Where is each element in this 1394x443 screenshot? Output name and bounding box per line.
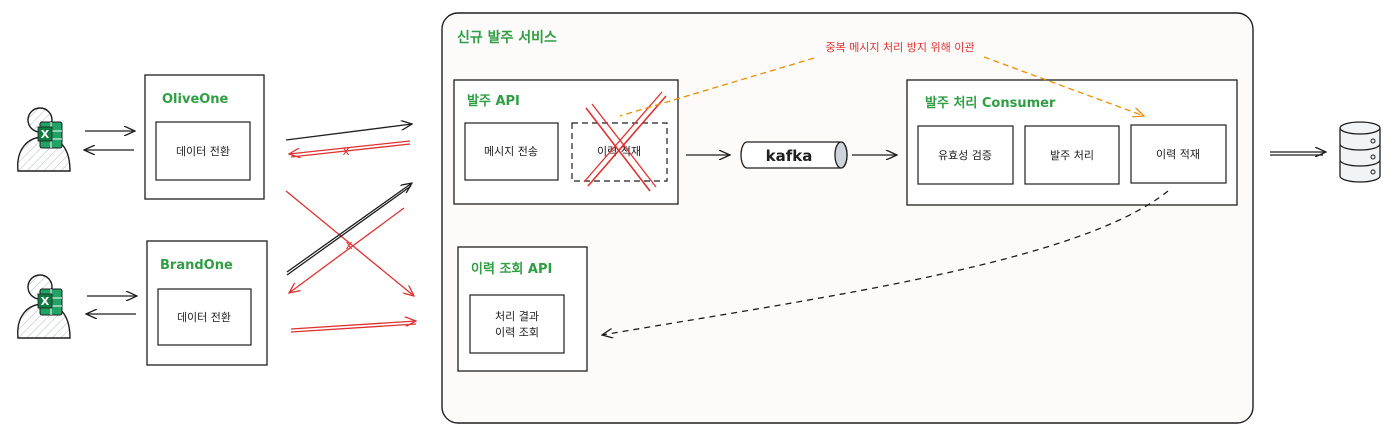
svg-text:X: X [41, 295, 50, 308]
source-brandone: BrandOne 데이터 전환 [146, 240, 268, 366]
service-title: 신규 발주 서비스 [457, 29, 557, 46]
migration-note: 중복 메시지 처리 방지 위해 이관 [825, 40, 974, 54]
conversion-step: 데이터 전환 [176, 145, 230, 158]
source-service-arrows [285, 124, 416, 333]
svg-text:X: X [41, 128, 50, 141]
removed-history-step: 이력 적재 [571, 91, 668, 192]
history-api-box: 이력 조회 API 처리 결과 이력 조회 [457, 246, 588, 372]
user-excel-icon: X [17, 107, 71, 172]
consumer-title: 발주 처리 Consumer [925, 95, 1056, 111]
order-api-box: 발주 API 메시지 전송 이력 적재 [453, 79, 679, 205]
user-excel-icon: X [17, 274, 71, 339]
kafka-topic: kafka [740, 141, 848, 169]
cross-mark: x [342, 144, 349, 158]
history-step-line2: 이력 조회 [495, 326, 539, 339]
order-process-step: 발주 처리 [1050, 149, 1094, 162]
database-icon [1339, 121, 1381, 183]
note-line-left [619, 57, 815, 117]
history-step-line1: 처리 결과 [495, 310, 539, 323]
note-arrow-right [983, 56, 1144, 116]
source-name: BrandOne [160, 258, 233, 273]
validation-step: 유효성 검증 [938, 149, 992, 162]
kafka-label: kafka [766, 147, 813, 165]
user-source-arrows [84, 131, 137, 314]
history-load-step: 이력 적재 [1156, 148, 1200, 161]
cross-mark: x [345, 238, 352, 252]
source-name: OliveOne [162, 92, 229, 107]
order-consumer-box: 발주 처리 Consumer 유효성 검증 발주 처리 이력 적재 [906, 79, 1238, 206]
source-oliveone: OliveOne 데이터 전환 [144, 74, 265, 200]
history-query-arrow [602, 190, 1169, 335]
send-message-step: 메시지 전송 [484, 145, 538, 158]
history-api-title: 이력 조회 API [471, 261, 552, 277]
conversion-step: 데이터 전환 [177, 311, 231, 324]
order-api-title: 발주 API [467, 93, 520, 109]
to-database-arrow [1270, 152, 1326, 155]
